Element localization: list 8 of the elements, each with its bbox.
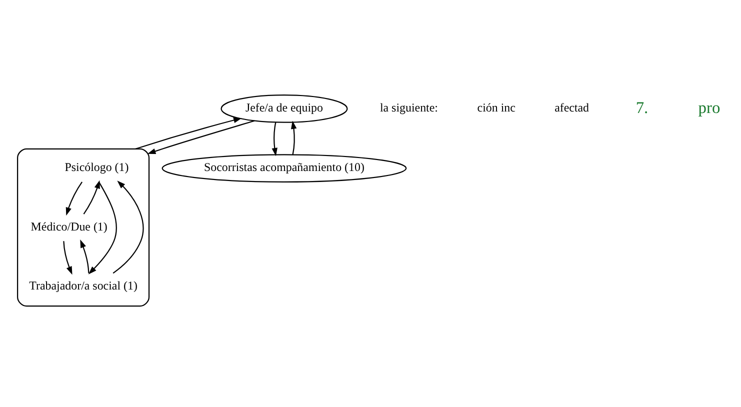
- node-text: Trabajador/a social (1): [29, 278, 138, 292]
- node-text: Psicólogo (1): [64, 160, 129, 174]
- label: ción inc: [477, 100, 516, 115]
- label: 7.: [636, 98, 648, 117]
- label: pro: [698, 98, 720, 117]
- label: la siguiente:: [380, 100, 438, 115]
- node-text: Médico/Due (1): [30, 219, 108, 234]
- label: afectad: [554, 100, 590, 115]
